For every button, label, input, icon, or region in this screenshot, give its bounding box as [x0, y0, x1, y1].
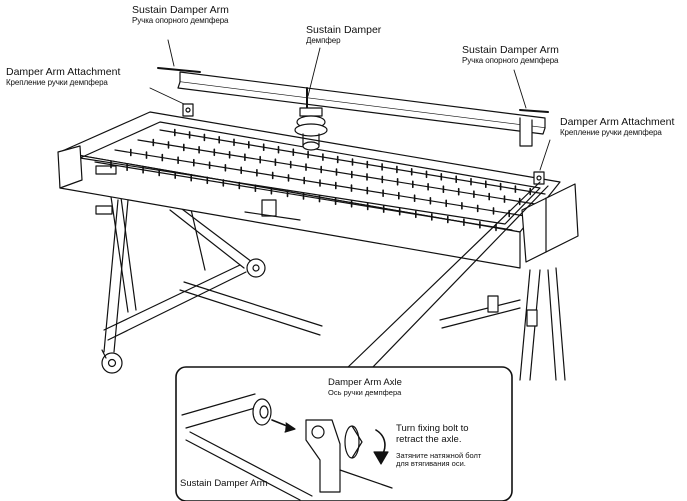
- leader-lines: [149, 39, 551, 171]
- label-sustain-arm-left: Sustain Damper Arm Ручка опорного демпфе…: [132, 4, 229, 25]
- label-ru: Ручка опорного демпфера: [132, 16, 229, 26]
- stand-frame: [95, 189, 566, 381]
- inset-label-arm: Sustain Damper Arm: [180, 478, 268, 490]
- instruction-en-line2: retract the axle.: [396, 433, 462, 445]
- label-ru: Крепление ручки демпфера: [560, 128, 662, 138]
- keyboard-tray: [57, 111, 579, 269]
- detail-inset: [175, 366, 513, 501]
- callout-lines: [344, 181, 549, 371]
- label-en: Damper Arm Axle: [328, 377, 402, 388]
- label-ru: Крепление ручки демпфера: [6, 78, 108, 88]
- label-en: Sustain Damper Arm: [180, 478, 268, 489]
- instruction-ru-line2: для втягивания оси.: [396, 459, 466, 469]
- label-en: Damper Arm Attachment: [560, 116, 675, 128]
- attachment-right: [533, 171, 545, 185]
- inset-label-axle: Damper Arm Axle Ось ручки демпфера: [328, 377, 402, 398]
- sustain-damper-bar: [157, 67, 549, 147]
- label-ru: Ось ручки демпфера: [328, 387, 402, 397]
- label-en: Sustain Damper Arm: [462, 44, 559, 56]
- label-attachment-right: Damper Arm Attachment Крепление ручки де…: [560, 116, 674, 137]
- center-bracket: [244, 199, 301, 221]
- label-en: Damper Arm Attachment: [6, 66, 121, 78]
- damper-pegs: [110, 128, 531, 232]
- label-ru: Демпфер: [306, 36, 341, 46]
- label-en: Sustain Damper Arm: [132, 4, 229, 16]
- instruction-en-line1: Turn fixing bolt to: [396, 423, 469, 434]
- label-sustain-damper: Sustain Damper Демпфер: [306, 24, 381, 45]
- instruction-ru-line1: Затяните натяжной болт: [396, 450, 482, 460]
- inset-instruction: Turn fixing bolt to retract the axle. За…: [396, 423, 482, 469]
- label-attachment-left: Damper Arm Attachment Крепление ручки де…: [6, 66, 120, 87]
- label-sustain-arm-right: Sustain Damper Arm Ручка опорного демпфе…: [462, 44, 559, 65]
- attachment-left: [182, 103, 194, 117]
- sustain-damper-unit: [294, 87, 328, 151]
- label-en: Sustain Damper: [306, 24, 382, 36]
- label-ru: Ручка опорного демпфера: [462, 56, 559, 66]
- caster-wheels: [101, 258, 266, 374]
